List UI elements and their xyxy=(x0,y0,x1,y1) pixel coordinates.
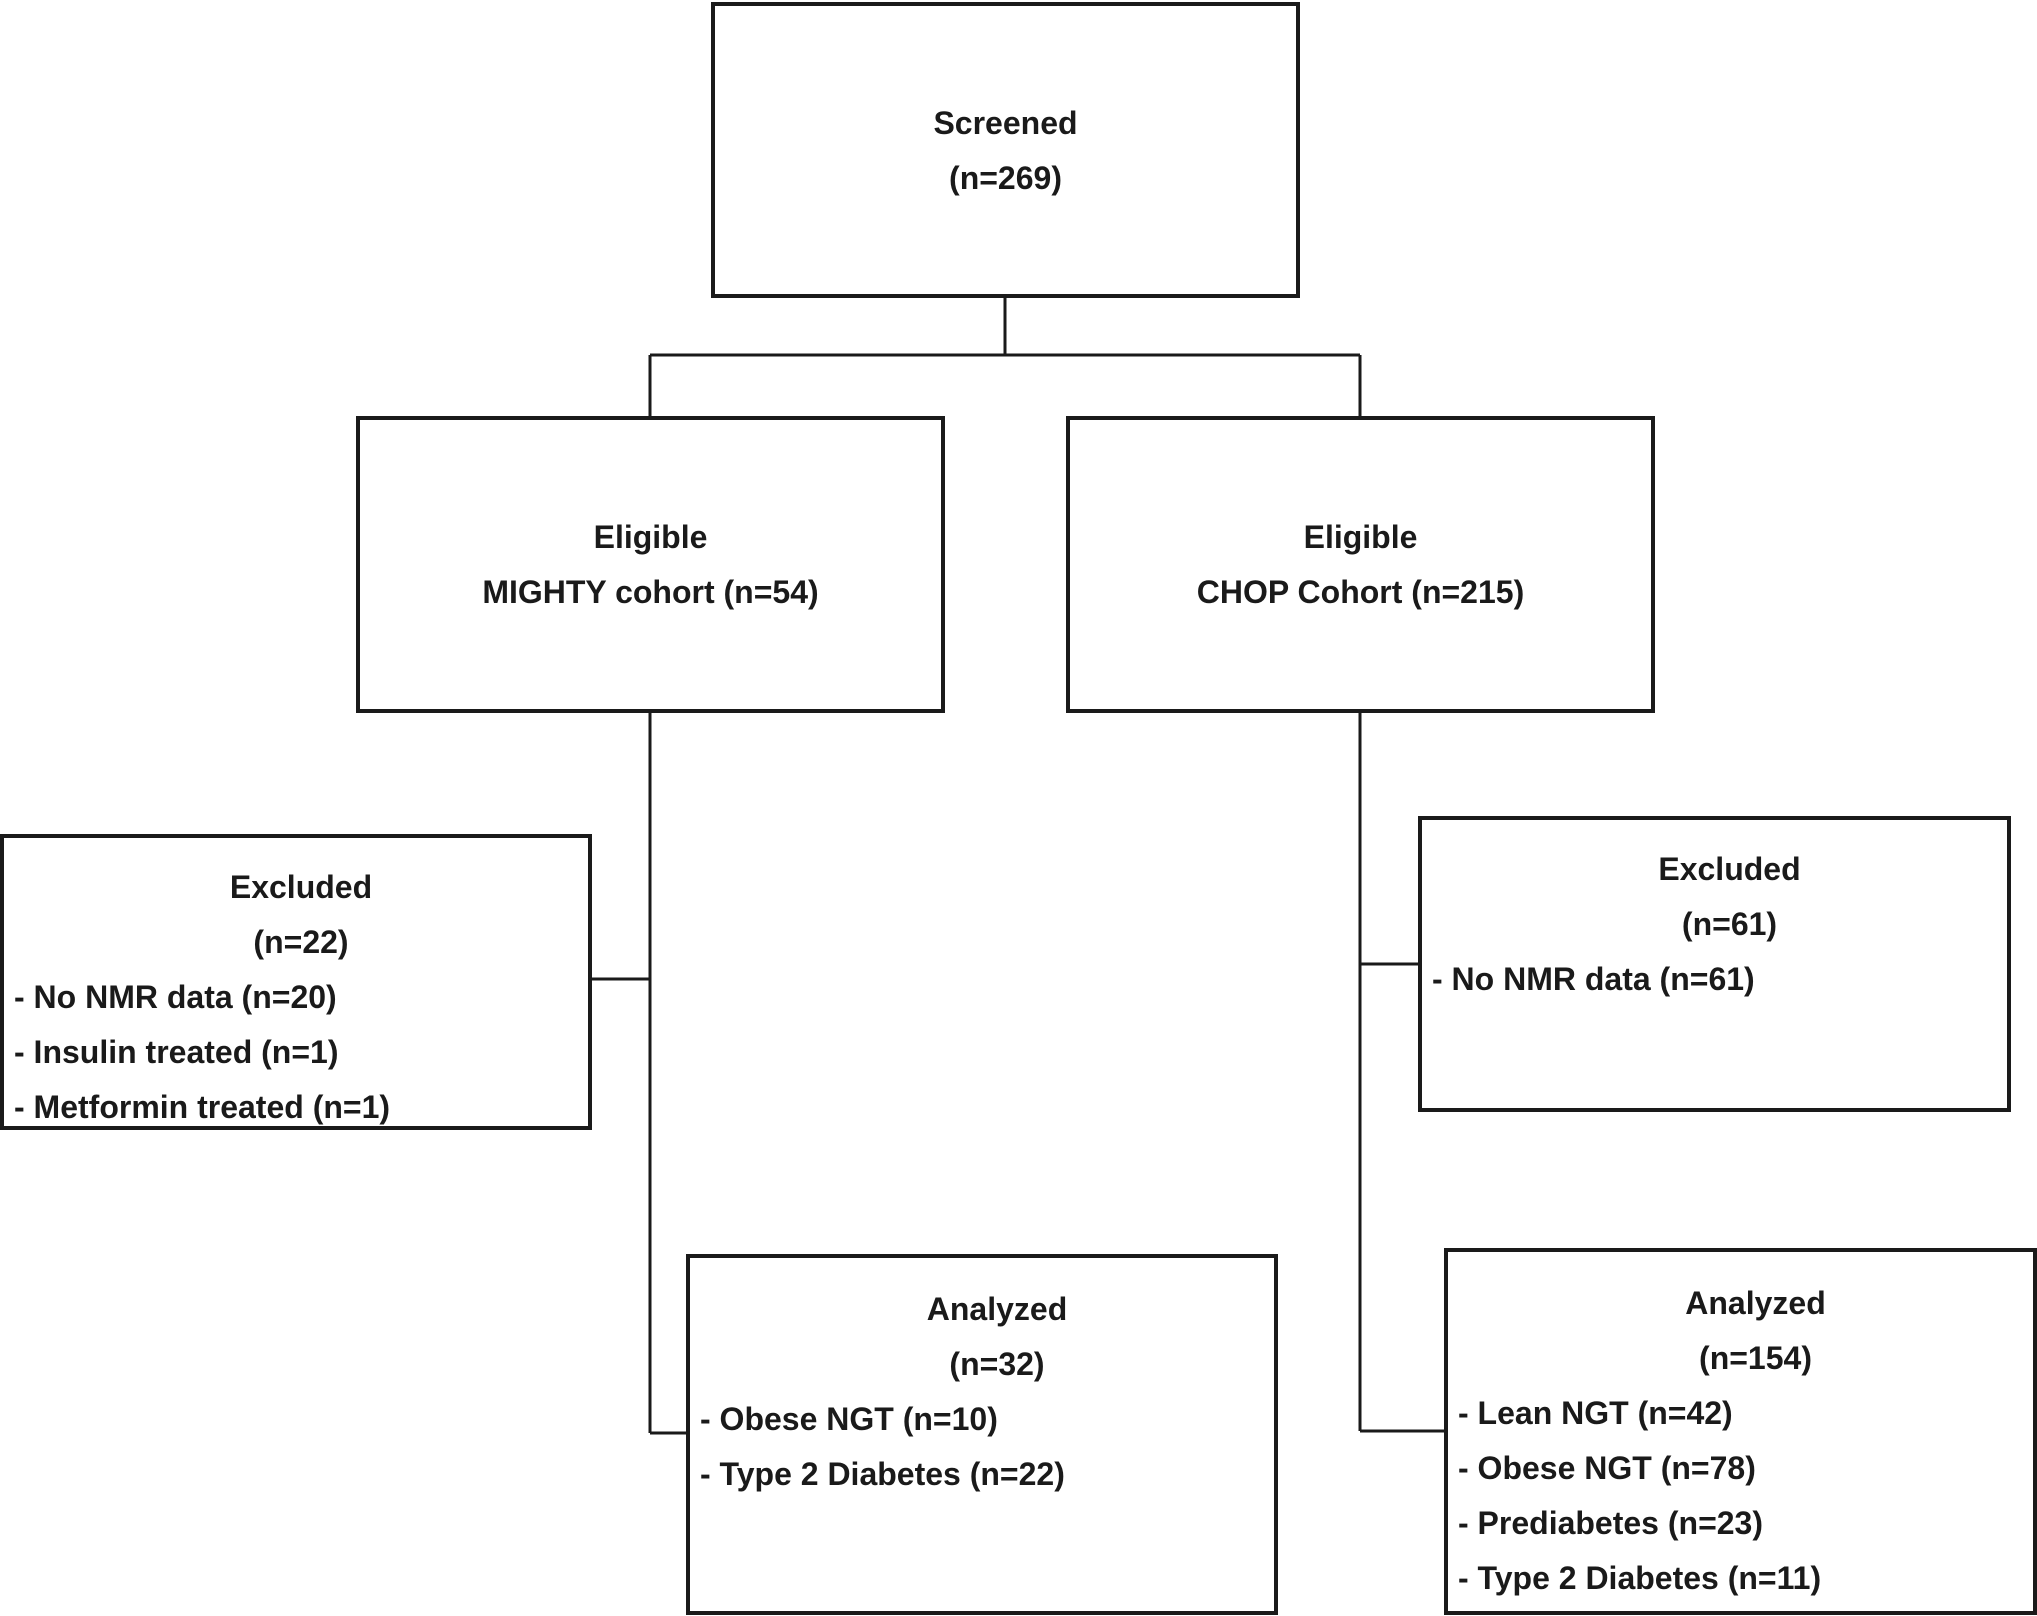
mighty-eligible-title: Eligible xyxy=(593,519,708,555)
chop-analyzed-box: Analyzed (n=154) - Lean NGT (n=42) - Obe… xyxy=(1444,1248,2037,1615)
mighty-excluded-title: Excluded xyxy=(229,869,373,905)
screened-count: (n=269) xyxy=(949,160,1062,196)
mighty-eligible-box: Eligible MIGHTY cohort (n=54) xyxy=(356,416,945,713)
chop-excluded-item: - No NMR data (n=61) xyxy=(1432,961,1755,997)
chop-eligible-title: Eligible xyxy=(1303,519,1418,555)
chop-excluded-title: Excluded xyxy=(1658,851,1801,887)
chop-analyzed-item: - Lean NGT (n=42) xyxy=(1458,1395,1733,1431)
chop-analyzed-item: - Prediabetes (n=23) xyxy=(1458,1505,1763,1541)
mighty-excluded-box: Excluded (n=22) - No NMR data (n=20) - I… xyxy=(0,834,592,1130)
mighty-analyzed-count: (n=32) xyxy=(949,1346,1045,1382)
chop-analyzed-item: - Type 2 Diabetes (n=11) xyxy=(1458,1560,1822,1596)
mighty-analyzed-title: Analyzed xyxy=(926,1291,1068,1327)
mighty-excluded-item: - Insulin treated (n=1) xyxy=(14,1034,339,1070)
chop-eligible-subtitle: CHOP Cohort (n=215) xyxy=(1196,574,1525,610)
chop-excluded-box: Excluded (n=61) - No NMR data (n=61) xyxy=(1418,816,2011,1112)
screened-box: Screened (n=269) xyxy=(711,2,1300,298)
chop-eligible-box: Eligible CHOP Cohort (n=215) xyxy=(1066,416,1655,713)
chop-analyzed-count: (n=154) xyxy=(1699,1340,1812,1376)
chop-excluded-count: (n=61) xyxy=(1681,906,1778,942)
chop-analyzed-item: - Obese NGT (n=78) xyxy=(1458,1450,1756,1486)
mighty-eligible-subtitle: MIGHTY cohort (n=54) xyxy=(482,574,819,610)
mighty-excluded-item: - No NMR data (n=20) xyxy=(14,979,337,1015)
mighty-analyzed-item: - Type 2 Diabetes (n=22) xyxy=(700,1456,1065,1492)
mighty-analyzed-box: Analyzed (n=32) - Obese NGT (n=10) - Typ… xyxy=(686,1254,1278,1615)
mighty-excluded-item: - Metformin treated (n=1) xyxy=(14,1089,391,1125)
screened-title: Screened xyxy=(933,105,1078,141)
mighty-excluded-count: (n=22) xyxy=(253,924,349,960)
chop-analyzed-title: Analyzed xyxy=(1685,1285,1826,1321)
mighty-analyzed-item: - Obese NGT (n=10) xyxy=(700,1401,998,1437)
